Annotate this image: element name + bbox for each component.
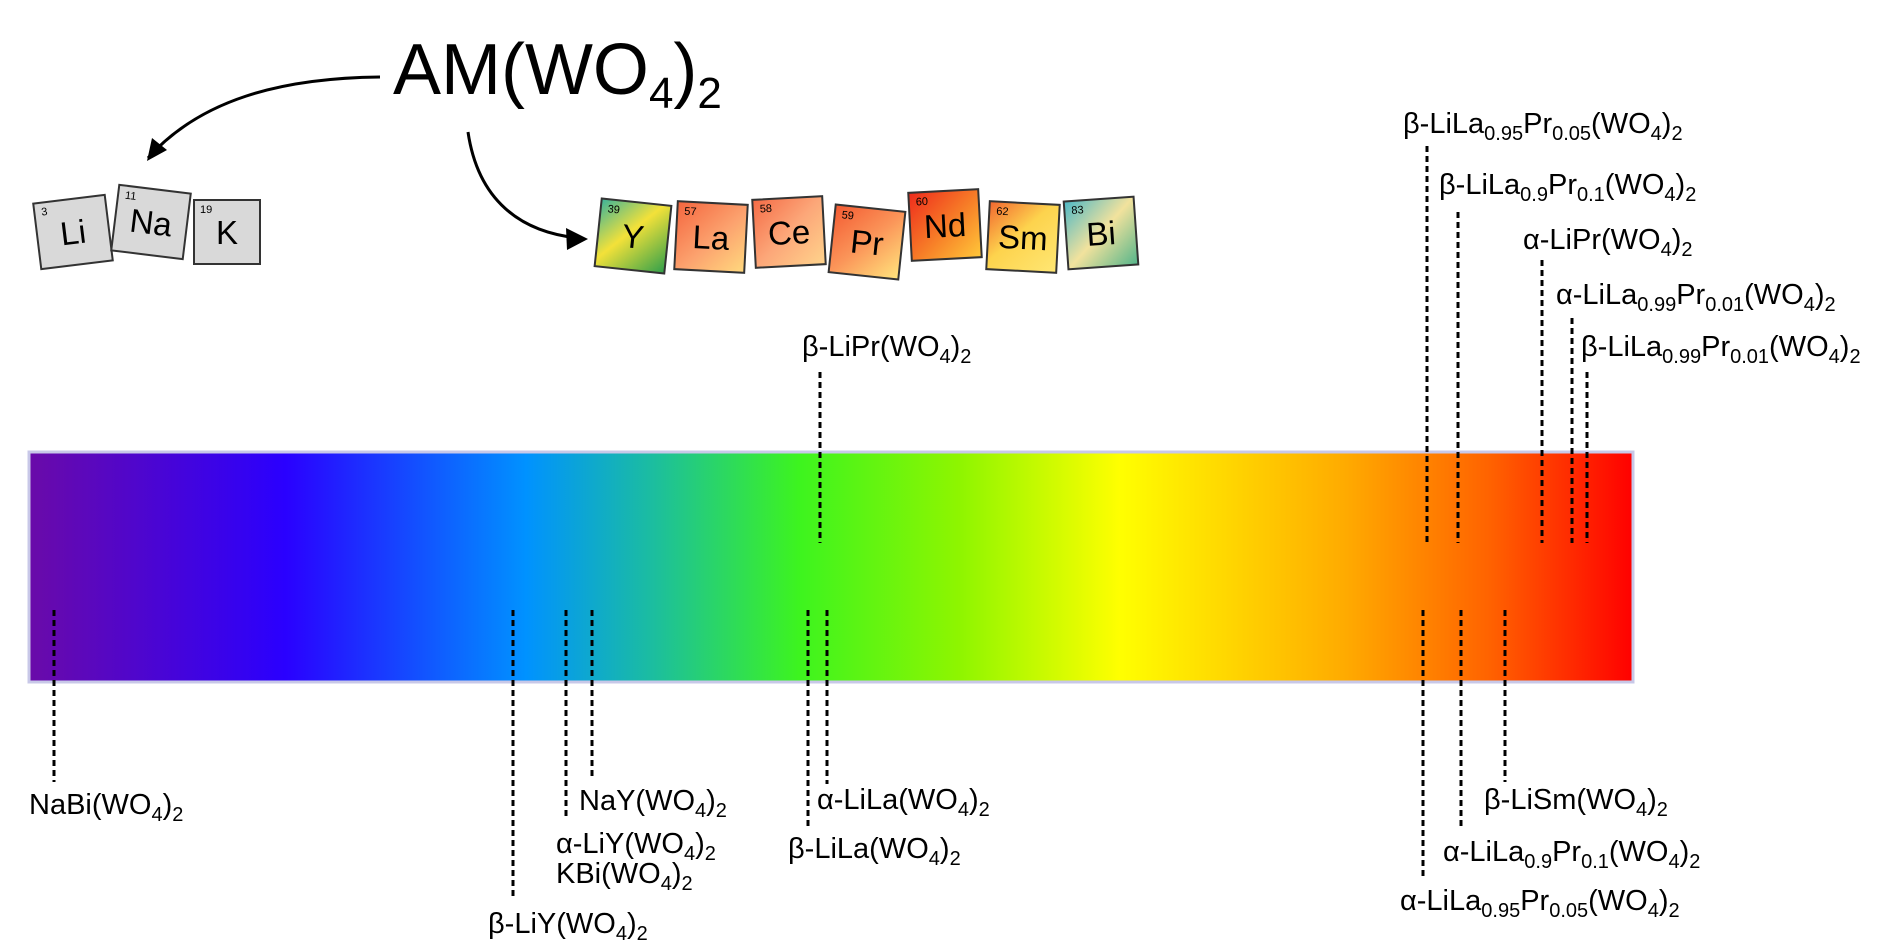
element-tile-la: 57 La: [673, 200, 749, 274]
svg-text:11: 11: [124, 190, 137, 203]
label-nay: NaY(WO4)2: [579, 785, 727, 822]
label-alpha-liy: α-LiY(WO4)2: [556, 828, 716, 865]
element-tile-na: 11 Na: [110, 183, 192, 261]
svg-text:Li: Li: [58, 213, 88, 253]
svg-text:Sm: Sm: [997, 218, 1048, 258]
svg-text:39: 39: [607, 203, 620, 216]
svg-text:Y: Y: [620, 217, 646, 256]
svg-text:Nd: Nd: [923, 206, 967, 245]
general-formula: AM(WO4)2: [393, 30, 722, 118]
label-alpha-lipr: α-LiPr(WO4)2: [1523, 224, 1693, 261]
label-kbi: KBi(WO4)2: [556, 858, 693, 895]
svg-text:La: La: [692, 218, 731, 257]
element-tile-pr: 59 Pr: [827, 203, 907, 281]
svg-text:Bi: Bi: [1085, 214, 1117, 253]
arrowhead-trivalent: [566, 228, 588, 250]
arrow-to-alkali: [146, 75, 381, 160]
element-tile-y: 39 Y: [593, 197, 673, 275]
arrow-to-trivalent: [466, 131, 579, 240]
label-alpha-lila095pr005: α-LiLa0.95Pr0.05(WO4)2: [1400, 885, 1680, 922]
label-nabi: NaBi(WO4)2: [29, 789, 184, 826]
svg-text:Ce: Ce: [767, 213, 811, 252]
label-beta-lila095pr005: β-LiLa0.95Pr0.05(WO4)2: [1403, 108, 1683, 145]
label-alpha-lila: α-LiLa(WO4)2: [817, 784, 990, 821]
label-beta-lism: β-LiSm(WO4)2: [1484, 784, 1668, 821]
svg-text:62: 62: [996, 206, 1009, 219]
svg-text:60: 60: [915, 196, 928, 209]
element-tile-nd: 60 Nd: [907, 188, 983, 262]
svg-text:83: 83: [1071, 204, 1084, 217]
element-tile-ce: 58 Ce: [751, 195, 827, 269]
element-tile-sm: 62 Sm: [985, 200, 1061, 274]
element-tile-bi: 83 Bi: [1062, 195, 1140, 271]
element-tile-k: 19 K: [193, 199, 261, 265]
svg-text:58: 58: [759, 203, 772, 216]
label-alpha-lila09pr01: α-LiLa0.9Pr0.1(WO4)2: [1443, 836, 1701, 873]
svg-text:59: 59: [841, 209, 854, 222]
element-tile-li: 3 Li: [32, 193, 114, 271]
svg-text:3: 3: [41, 206, 49, 219]
label-beta-lipr: β-LiPr(WO4)2: [802, 331, 972, 368]
label-beta-lila09pr01: β-LiLa0.9Pr0.1(WO4)2: [1439, 169, 1697, 206]
svg-text:19: 19: [200, 204, 212, 216]
label-beta-lila099pr001: β-LiLa0.99Pr0.01(WO4)2: [1581, 331, 1861, 368]
svg-text:57: 57: [684, 206, 697, 219]
arrowhead-alkali: [147, 138, 167, 161]
svg-text:Na: Na: [128, 202, 175, 244]
top-markers: [818, 146, 1589, 543]
svg-text:Pr: Pr: [849, 222, 886, 262]
label-beta-liy: β-LiY(WO4)2: [488, 908, 648, 945]
label-alpha-lila099pr001: α-LiLa0.99Pr0.01(WO4)2: [1556, 279, 1836, 316]
label-beta-lila: β-LiLa(WO4)2: [788, 833, 961, 870]
svg-text:K: K: [216, 214, 238, 251]
bottom-markers: [52, 610, 1507, 900]
color-spectrum-bar: [27, 450, 1635, 684]
